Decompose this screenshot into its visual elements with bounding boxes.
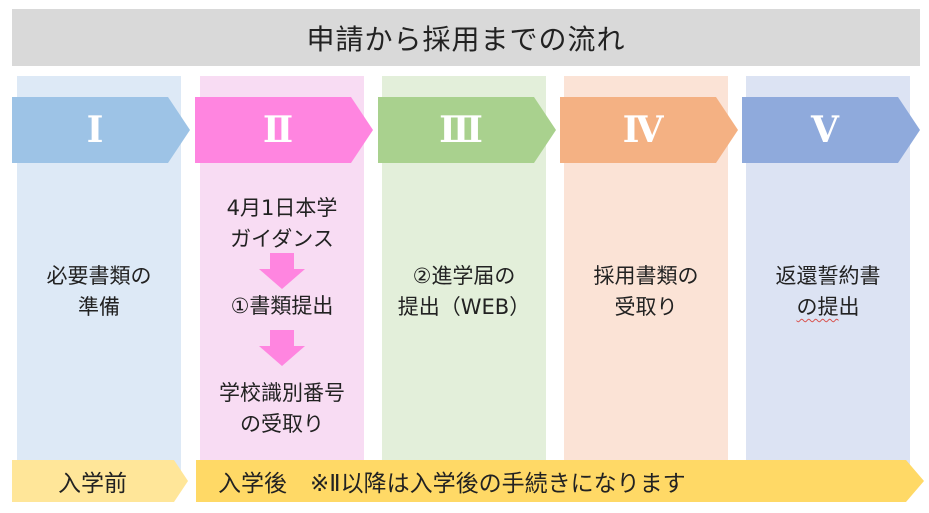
step-3-chevron-shape — [378, 97, 556, 163]
step-3-arrow: Ⅲ — [378, 97, 556, 163]
step-1-arrow: Ⅰ — [12, 97, 190, 163]
step-2-text-a: 4月1日本学 ガイダンス — [200, 193, 364, 255]
step-2-down-arrow-2 — [259, 330, 305, 366]
step-3-numeral: Ⅲ — [439, 109, 483, 151]
step-4-numeral: Ⅳ — [622, 109, 664, 151]
step-1-line-2: 準備 — [78, 295, 120, 319]
step-2-chevron-shape — [195, 97, 373, 163]
step-5-arrow: Ⅴ — [742, 97, 920, 163]
step-2-a-line-1: 4月1日本学 — [226, 196, 338, 220]
step-2-c-line-1: 学校識別番号 — [219, 381, 345, 405]
step-4-text: 採用書類の 受取り — [564, 261, 728, 323]
step-3-line-2: 提出（WEB） — [397, 295, 531, 319]
step-2-arrow: Ⅱ — [195, 97, 373, 163]
after-enrollment-label: 入学後 ※Ⅱ以降は入学後の手続きになります — [218, 471, 686, 497]
step-2-numeral: Ⅱ — [262, 109, 294, 151]
step-2-text-b: ①書類提出 — [200, 291, 364, 322]
step-5-underlined-text: の提 — [796, 295, 839, 319]
step-4-chevron-shape — [560, 97, 738, 163]
page-title: 申請から採用までの流れ — [12, 9, 920, 66]
step-5-numeral: Ⅴ — [811, 109, 839, 151]
step-1-numeral: Ⅰ — [86, 109, 104, 151]
step-1-text: 必要書類の 準備 — [17, 261, 181, 323]
step-2-b-line-1: ①書類提出 — [230, 294, 334, 318]
after-enrollment-arrow-shape — [196, 460, 924, 502]
step-1-chevron-shape — [12, 97, 190, 163]
step-1-line-1: 必要書類の — [46, 264, 152, 288]
step-4-arrow: Ⅳ — [560, 97, 738, 163]
step-2-text-c: 学校識別番号 の受取り — [200, 378, 364, 440]
step-5-line-2: の提出 — [796, 295, 860, 319]
step-4-line-2: 受取り — [614, 295, 678, 319]
step-5-line-1: 返還誓約書 — [775, 264, 881, 288]
after-enrollment-arrow: 入学後 ※Ⅱ以降は入学後の手続きになります — [196, 460, 924, 502]
step-2-c-line-2: の受取り — [240, 412, 324, 436]
step-4-line-1: 採用書類の — [593, 264, 699, 288]
before-enrollment-label: 入学前 — [58, 471, 127, 497]
step-2-a-line-2: ガイダンス — [230, 227, 334, 251]
before-enrollment-arrow-shape — [12, 460, 188, 502]
step-3-line-1: ②進学届の — [412, 264, 516, 288]
step-5-chevron-shape — [742, 97, 920, 163]
before-enrollment-arrow: 入学前 — [12, 460, 188, 502]
step-2-down-arrow-1 — [259, 253, 305, 289]
step-5-text: 返還誓約書 の提出 — [746, 261, 910, 323]
step-3-text: ②進学届の 提出（WEB） — [382, 261, 546, 323]
